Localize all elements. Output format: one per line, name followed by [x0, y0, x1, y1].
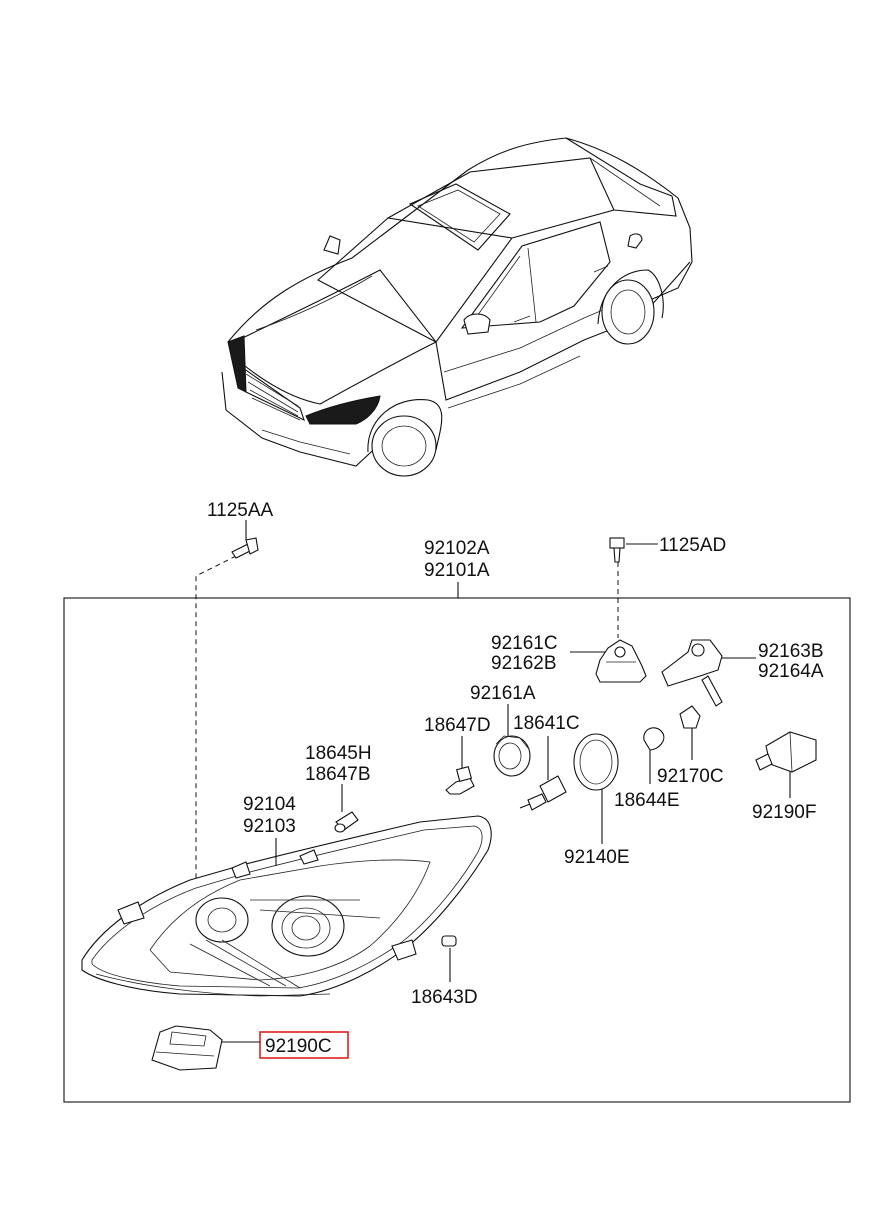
label-92101A: 92101A [424, 560, 490, 581]
socket-92161A [493, 735, 531, 777]
label-92161A: 92161A [470, 683, 536, 704]
igniter-92190F [755, 731, 817, 773]
label-92102A: 92102A [424, 538, 490, 559]
label-1125AA: 1125AA [207, 500, 274, 521]
highlight-box-92190C [259, 1031, 349, 1059]
headlamp-assembly-92101A [81, 815, 492, 997]
label-92190C[interactable]: 92190C [265, 1036, 332, 1057]
bulb-18641C [519, 775, 567, 811]
bulb-18645H [334, 811, 359, 833]
label-92103: 92103 [243, 816, 296, 837]
screw-1125AD [609, 537, 625, 563]
bulb-18647D [445, 765, 475, 795]
ballast-92190C[interactable] [151, 1025, 223, 1071]
car-illustration [221, 137, 693, 477]
socket-92170C [679, 705, 701, 729]
assembly-frame [63, 597, 851, 1103]
label-92104: 92104 [243, 794, 296, 815]
label-92140E: 92140E [564, 847, 630, 868]
bracket-92161C [595, 639, 647, 683]
label-1125AD: 1125AD [659, 535, 726, 556]
label-92164A: 92164A [758, 661, 824, 682]
label-92170C: 92170C [657, 766, 724, 787]
label-18643D: 18643D [411, 987, 478, 1008]
label-92163B: 92163B [758, 641, 824, 662]
bulb-18644E [643, 727, 665, 751]
bulb-18643D [441, 935, 457, 947]
label-18647D: 18647D [424, 715, 491, 736]
label-18644E: 18644E [614, 790, 680, 811]
label-92190F: 92190F [752, 802, 816, 823]
actuator-92163B [661, 639, 723, 707]
screw-1125AA [231, 537, 259, 559]
label-18647B: 18647B [305, 764, 371, 785]
cap-92140E [573, 733, 619, 791]
leader-lines [195, 520, 791, 1043]
label-18645H: 18645H [305, 743, 372, 764]
label-18641C: 18641C [513, 713, 580, 734]
label-92161C: 92161C [491, 633, 558, 654]
label-92162B: 92162B [491, 653, 557, 674]
